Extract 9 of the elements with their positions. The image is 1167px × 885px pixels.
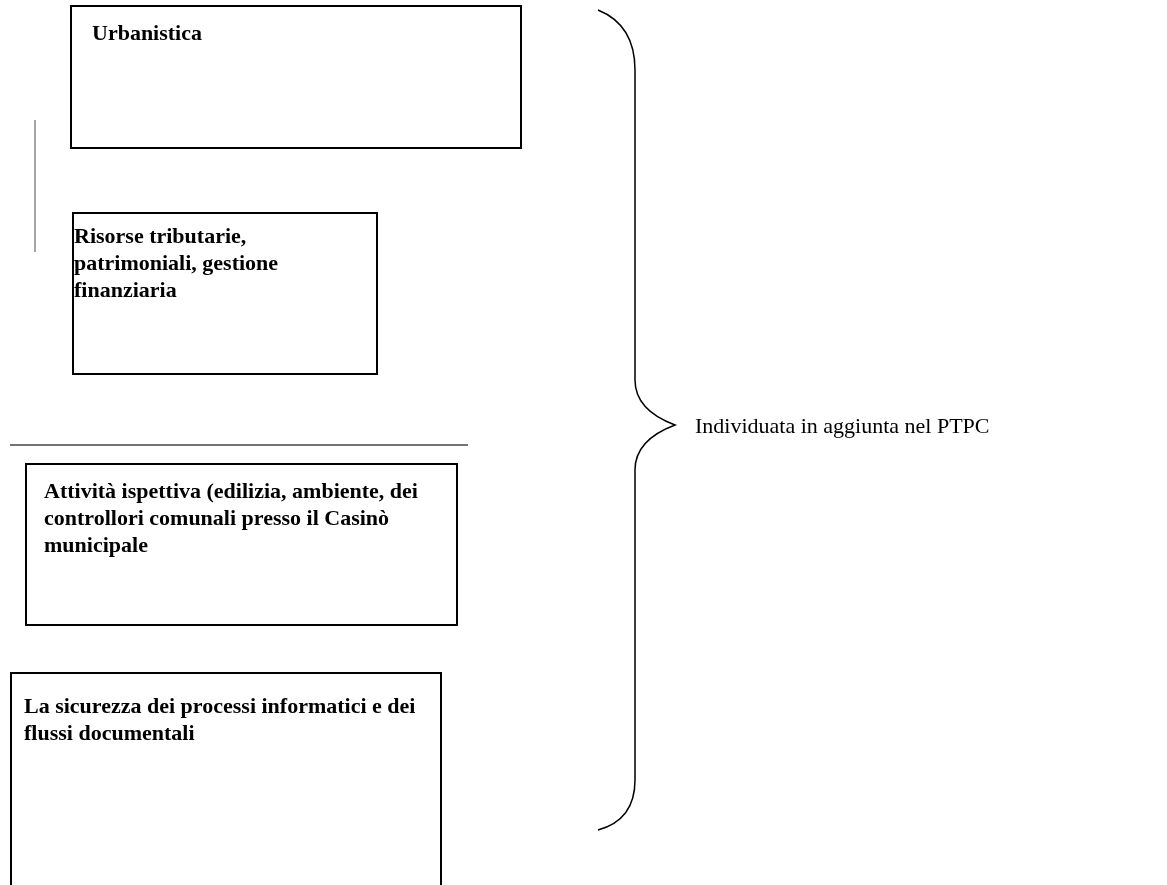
process-box [10,672,442,885]
box-label: La sicurezza dei processi informatici e dei flussi documentali [24,692,417,746]
process-box [70,5,522,149]
annotation-text: Individuata in aggiunta nel PTPC [695,412,990,439]
process-box [25,463,458,626]
process-box [72,212,378,375]
box-label: Risorse tributarie, patrimoniali, gestione finanziaria [74,222,280,303]
box-label: Attività ispettiva (edilizia, ambiente, dei controllori comunali presso il Casinò municipale [44,477,419,558]
box-label: Urbanistica [92,19,202,46]
